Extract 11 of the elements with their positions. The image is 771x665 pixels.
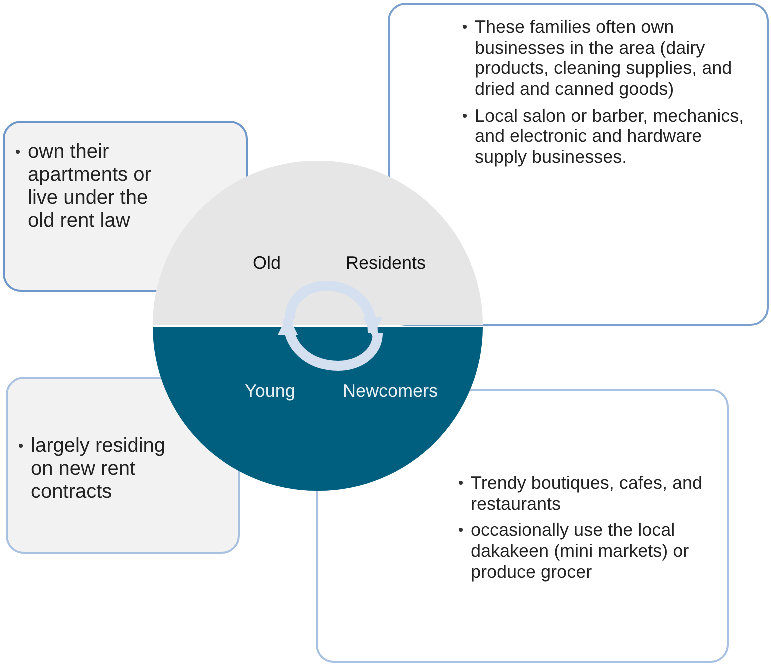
circle-label: Old (253, 253, 282, 274)
circle-label: Newcomers (343, 381, 438, 402)
bullet-text: own their apartments or live under the old rent law (28, 141, 152, 232)
bullet-text: Trendy boutiques, cafes, and restaurants (471, 473, 702, 514)
circle-label: Residents (346, 253, 426, 274)
circle-label: Young (245, 381, 296, 402)
curved-arrow (285, 281, 382, 337)
bullet-text: occasionally use the local dakakeen (mini markets) or produce grocer (471, 520, 690, 582)
bullet-text: Local salon or barber, mechanics, and electronic and hardware supply businesses. (475, 106, 744, 168)
bullet-text: largely residing on new rent contracts (31, 435, 166, 503)
bullet-text: These families often own businesses in the area (dairy products, cleaning supplies, and dried and canned goods) (475, 17, 732, 100)
